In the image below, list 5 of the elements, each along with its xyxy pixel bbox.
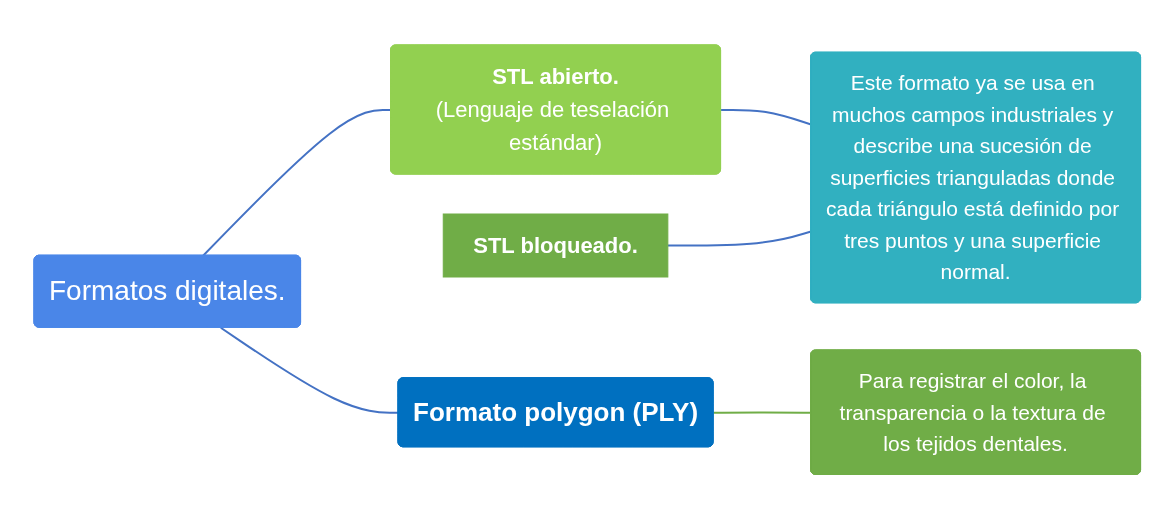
connector <box>201 108 392 257</box>
connector <box>666 230 812 247</box>
connector <box>712 411 812 414</box>
node-box: STL bloqueado. <box>442 213 669 278</box>
connector <box>719 108 812 126</box>
